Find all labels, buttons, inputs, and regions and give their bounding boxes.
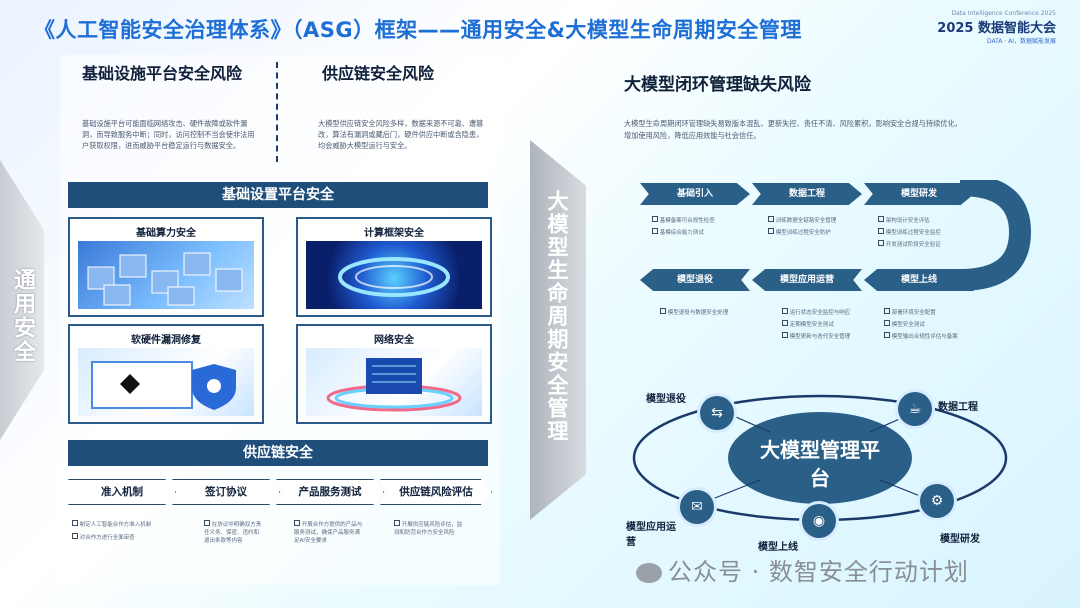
infra-risk-text: 基础设施平台可能面临网络攻击、硬件故障或软件漏洞，而导致服务中断；同时，访问控制… [82, 119, 255, 150]
stage-item: 开发测试阶段安全验证 [885, 242, 941, 248]
general-security-bar: 通用安全 [0, 160, 44, 440]
server-cubes-image [78, 241, 254, 309]
card-framework-security: 计算框架安全 [296, 217, 492, 317]
closed-loop-risk-title: 大模型闭环管理缺失风险 [624, 75, 811, 95]
supply-chain-header: 供应链安全 [68, 440, 488, 466]
stage-item: 模型训练过程安全监控 [885, 230, 941, 236]
step-risk-assessment: 供应链风险评估 [380, 479, 492, 505]
supply-risk-text: 大模型供应链安全风险多样，数据来源不可靠、遭篡改，算法有漏洞或藏后门，硬件供应中… [318, 119, 484, 150]
node-label-operation: 模型应用运营 [626, 522, 676, 548]
stage-item: 模型训练过程安全防护 [775, 230, 831, 236]
infra-platform-header: 基础设置平台安全 [68, 182, 488, 208]
card-label: 软硬件漏洞修复 [131, 335, 201, 346]
card-label: 计算框架安全 [364, 228, 424, 239]
general-security-label: 通用安全 [10, 268, 35, 364]
step-details-1: 在协议中明确双方责任义务、保密、违约和退出条款等内容 [204, 520, 264, 545]
logo-title: 2025 数据智能大会 [937, 21, 1056, 36]
stage-model-retire: 模型退役 [640, 269, 750, 291]
node-operation-icon: ✉ [680, 490, 714, 524]
stage-model-operation: 模型应用运营 [752, 269, 862, 291]
step-details-2: 开展合作方提供的产品与服务测试，确保产品服务满足AI安全要求 [294, 520, 364, 545]
stage-item: 运行状态安全监控与响应 [789, 310, 851, 316]
step-item: 开展合作方提供的产品与服务测试，确保产品服务满足AI安全要求 [294, 522, 363, 544]
stage-item: 模型输出合规性评估与备案 [891, 334, 958, 340]
closed-loop-risk-text: 大模型生命周期闭环管理缺失易致版本混乱、更新失控、责任不清、风险累积，影响安全合… [624, 119, 962, 140]
supply-risk-title: 供应链安全风险 [322, 64, 435, 83]
card-label: 基础算力安全 [136, 228, 196, 239]
lifecycle-u-turn-arrow [959, 180, 1032, 291]
step-sign-agreement: 签订协议 [172, 479, 280, 505]
watermark: 公众号 · 数智安全行动计划 [636, 552, 969, 587]
step-item: 对合作方进行全面审查 [79, 535, 135, 541]
lifecycle-security-bar: 大模型生命周期安全管理 [530, 140, 586, 520]
step-product-test: 产品服务测试 [276, 479, 384, 505]
step-item: 开展供应链风险评估，监测和防范合作方安全风险 [394, 522, 463, 536]
watermark-text: 公众号 · 数智安全行动计划 [668, 558, 969, 586]
wechat-icon [636, 563, 662, 583]
conference-logo: Data Intelligence Conference 2025 2025 数… [937, 10, 1056, 45]
server-rack-icon [326, 358, 462, 412]
node-label-dev: 模型研发 [940, 534, 980, 545]
infra-risk-title: 基础设施平台安全风险 [82, 64, 243, 83]
shield-robot-icon [91, 361, 236, 410]
stage-model-dev: 模型研发 [864, 183, 974, 205]
stage-item: 基模备案可合规性检查 [659, 218, 715, 224]
node-label-data: 数据工程 [938, 402, 978, 413]
card-network-security: 网络安全 [296, 324, 492, 424]
stage-data-engineering: 数据工程 [752, 183, 862, 205]
stage-item: 模型更新与迭代安全管理 [789, 334, 851, 340]
step-details-0: 制定人工智能合作方准入机制 对合作方进行全面审查 [72, 520, 168, 542]
lifecycle-security-label: 大模型生命周期安全管理 [545, 190, 569, 443]
node-dev-icon: ⚙ [920, 484, 954, 518]
stage-items-4: 运行状态安全监控与响应 定期模型安全测试 模型更新与迭代安全管理 [782, 308, 864, 341]
ring-icon [338, 257, 450, 297]
stage-items-3: 模型退役与数据安全处理 [660, 308, 746, 317]
stage-item: 架构设计安全评估 [885, 218, 930, 224]
stage-item: 模型安全测试 [891, 322, 925, 328]
page-title: 《人工智能安全治理体系》（ASG）框架——通用安全&大模型生命周期安全管理 [34, 18, 802, 42]
card-label: 网络安全 [374, 335, 414, 346]
step-access-mechanism: 准入机制 [68, 479, 176, 505]
stage-item: 模型退役与数据安全处理 [667, 310, 729, 316]
section-divider [276, 62, 278, 162]
logo-subtitle: DATA · AI，数据赋能发展 [986, 38, 1056, 45]
stage-item: 基模综合能力测试 [659, 230, 704, 236]
stage-item: 定期模型安全测试 [789, 322, 834, 328]
network-server-image [306, 348, 482, 416]
stage-items-2: 架构设计安全评估 模型训练过程安全监控 开发测试阶段安全验证 [878, 216, 974, 249]
node-label-retire: 模型退役 [646, 394, 686, 405]
logo-small-text: Data Intelligence Conference 2025 [951, 10, 1056, 17]
cycle-center-label: 大模型管理平台 [760, 438, 880, 490]
stage-items-5: 部署环境安全配置 模型安全测试 模型输出合规性评估与备案 [884, 308, 966, 341]
step-item: 在协议中明确双方责任义务、保密、违约和退出条款等内容 [204, 522, 262, 544]
stage-items-1: 训练数据全链路安全管理 模型训练过程安全防护 [768, 216, 850, 237]
server-cubes-icon [87, 252, 243, 306]
card-vuln-fix: 软硬件漏洞修复 [68, 324, 264, 424]
card-compute-security: 基础算力安全 [68, 217, 264, 317]
vuln-fix-image [78, 348, 254, 416]
framework-ring-image [306, 241, 482, 309]
stage-item: 部署环境安全配置 [891, 310, 936, 316]
stage-item: 训练数据全链路安全管理 [775, 218, 837, 224]
step-item: 制定人工智能合作方准入机制 [79, 522, 152, 528]
node-launch-icon: ◉ [802, 504, 836, 538]
node-retire-icon: ⇆ [700, 396, 734, 430]
stage-model-launch: 模型上线 [864, 269, 974, 291]
node-data-icon: ☕ [898, 392, 932, 426]
stage-base-intro: 基础引入 [640, 183, 750, 205]
node-label-launch: 模型上线 [758, 542, 798, 553]
step-details-3: 开展供应链风险评估，监测和防范合作方安全风险 [394, 520, 464, 537]
stage-items-0: 基模备案可合规性检查 基模综合能力测试 [652, 216, 742, 237]
